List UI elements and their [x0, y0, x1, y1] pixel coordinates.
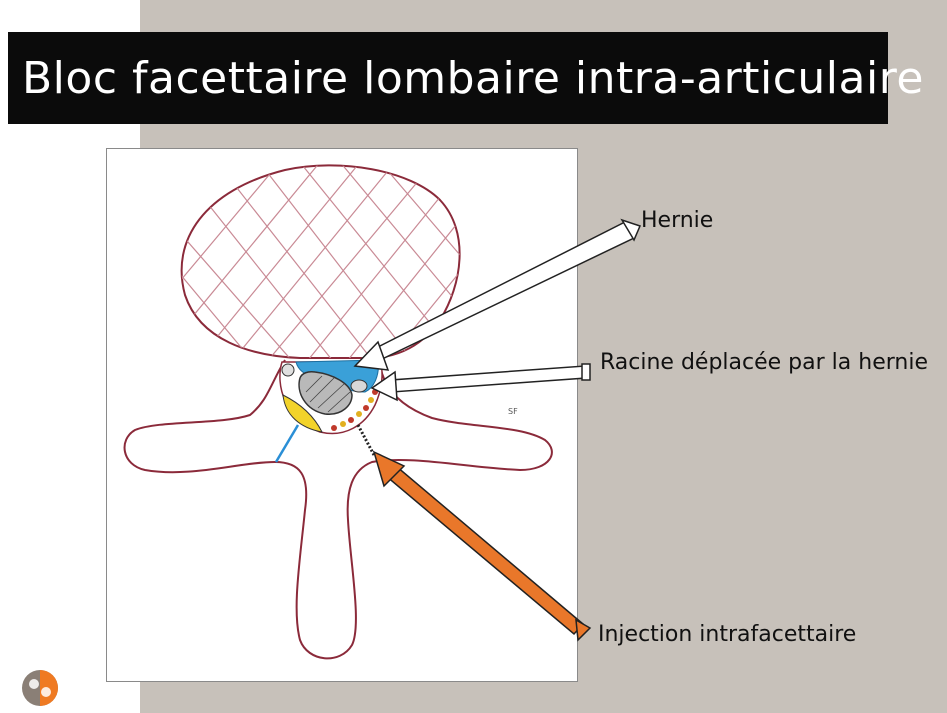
label-hernie: Hernie: [641, 208, 713, 233]
arrow-injection: [374, 452, 590, 640]
injection-track: [358, 425, 374, 455]
small-root: [282, 364, 294, 376]
label-racine: Racine déplacée par la hernie: [600, 350, 928, 375]
sketch-signature: SF: [508, 407, 518, 416]
logo-icon: [20, 668, 60, 708]
label-injection: Injection intrafacettaire: [598, 622, 856, 647]
displaced-root: [351, 380, 367, 392]
needle-line: [276, 425, 298, 462]
arrow-racine: [372, 364, 590, 400]
